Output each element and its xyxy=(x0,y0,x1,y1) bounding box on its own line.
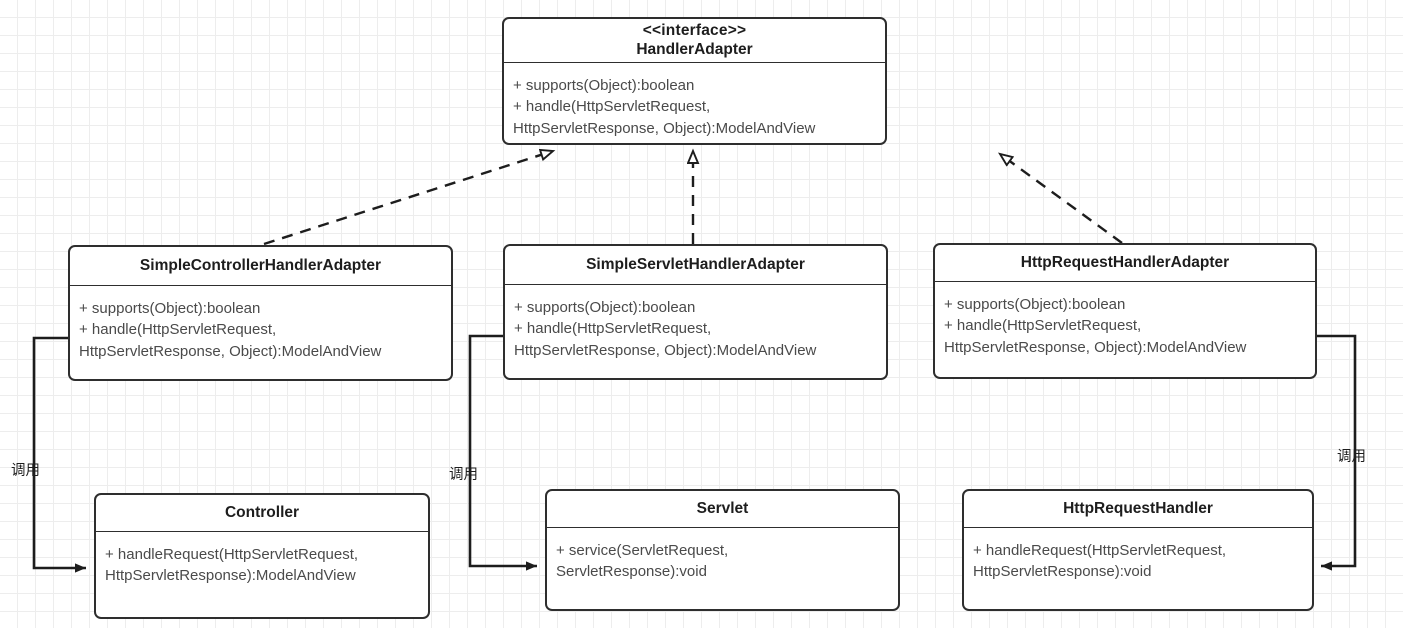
class-box-servlet[interactable]: Servlet + service(ServletRequest, Servle… xyxy=(545,489,900,611)
edge-label-call-left: 调用 xyxy=(11,463,40,479)
class-name-simple-servlet-handler-adapter: SimpleServletHandlerAdapter xyxy=(586,255,805,273)
class-name-http-request-handler: HttpRequestHandler xyxy=(1063,499,1213,517)
edge-label-call-middle: 调用 xyxy=(449,467,478,483)
class-header-handler-adapter: <<interface>> HandlerAdapter xyxy=(504,19,885,63)
class-box-simple-servlet-handler-adapter[interactable]: SimpleServletHandlerAdapter + supports(O… xyxy=(503,244,888,380)
class-header-simple-controller-handler-adapter: SimpleControllerHandlerAdapter xyxy=(70,247,451,286)
class-members-controller: + handleRequest(HttpServletRequest, Http… xyxy=(105,546,359,585)
edge-realization-right xyxy=(1000,154,1123,244)
class-members-http-request-handler: + handleRequest(HttpServletRequest, Http… xyxy=(973,542,1227,581)
edge-realization-left xyxy=(263,151,553,246)
class-box-simple-controller-handler-adapter[interactable]: SimpleControllerHandlerAdapter + support… xyxy=(68,245,453,381)
class-name-http-request-handler-adapter: HttpRequestHandlerAdapter xyxy=(1020,253,1230,271)
edge-label-call-right: 调用 xyxy=(1337,449,1366,465)
class-header-controller: Controller xyxy=(96,495,428,532)
class-box-http-request-handler[interactable]: HttpRequestHandler + handleRequest(HttpS… xyxy=(962,489,1314,611)
class-box-controller[interactable]: Controller + handleRequest(HttpServletRe… xyxy=(94,493,430,619)
class-header-http-request-handler-adapter: HttpRequestHandlerAdapter xyxy=(935,245,1315,282)
class-name-handler-adapter: HandlerAdapter xyxy=(636,40,753,58)
class-name-controller: Controller xyxy=(224,503,300,521)
class-members-simple-servlet-handler-adapter: + supports(Object):boolean + handle(Http… xyxy=(514,299,817,359)
class-header-servlet: Servlet xyxy=(547,491,898,528)
class-header-http-request-handler: HttpRequestHandler xyxy=(964,491,1312,528)
class-members-handler-adapter: + supports(Object):boolean + handle(Http… xyxy=(513,77,816,137)
class-box-handler-adapter[interactable]: <<interface>> HandlerAdapter + supports(… xyxy=(502,17,887,145)
stereotype-interface: <<interface>> xyxy=(642,21,747,39)
class-box-http-request-handler-adapter[interactable]: HttpRequestHandlerAdapter + supports(Obj… xyxy=(933,243,1317,379)
class-members-http-request-handler-adapter: + supports(Object):boolean + handle(Http… xyxy=(944,296,1247,356)
class-members-servlet: + service(ServletRequest, ServletRespons… xyxy=(556,542,729,581)
class-header-simple-servlet-handler-adapter: SimpleServletHandlerAdapter xyxy=(505,246,886,285)
class-name-servlet: Servlet xyxy=(696,499,749,517)
class-name-simple-controller-handler-adapter: SimpleControllerHandlerAdapter xyxy=(139,256,382,274)
class-members-simple-controller-handler-adapter: + supports(Object):boolean + handle(Http… xyxy=(79,300,382,360)
